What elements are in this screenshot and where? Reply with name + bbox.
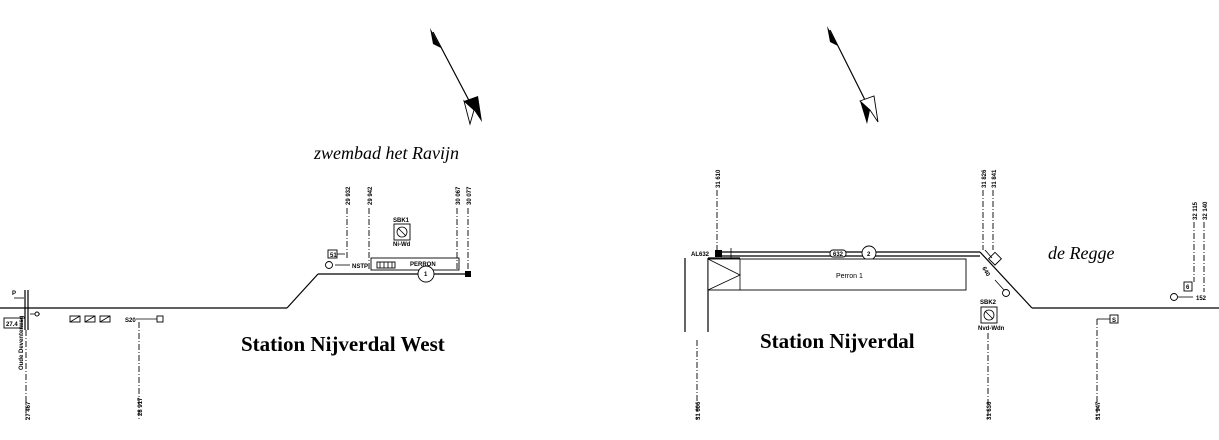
kmposts-main: 31 610 31 826 31 841 32 115 32 140 31 60…: [696, 169, 1209, 420]
signal-1-label: 1: [424, 272, 428, 278]
kmpost-32140: 32 140: [1203, 201, 1209, 220]
signal-6-label: 6: [1186, 285, 1190, 291]
platform-main-label: Perron 1: [836, 273, 863, 280]
kmpost-27467: 27 467: [26, 401, 32, 420]
switch-640-label: 640: [980, 266, 991, 278]
river-label: de Regge: [1048, 243, 1114, 263]
kmpost-29932: 29 932: [346, 186, 352, 205]
signal-632-label: 632: [833, 252, 844, 258]
kmpost-31826: 31 826: [982, 169, 988, 188]
kmpost-32115: 32 115: [1193, 201, 1199, 220]
kmpost-30077: 30 077: [467, 186, 473, 205]
north-arrow-icon-west: [430, 28, 482, 126]
pool-label: zwembad het Ravijn: [313, 143, 459, 163]
sbk2-sub-label: Nvd-Wdn: [978, 326, 1005, 332]
kmpost-30067: 30 067: [456, 186, 462, 205]
kmpost-31606: 31 606: [696, 401, 702, 420]
kmpost-28917: 28 917: [138, 397, 144, 416]
kmpost-31947: 31 947: [1096, 401, 1102, 420]
kmpost-31610: 31 610: [716, 169, 722, 188]
switch-640: 640: [980, 249, 1010, 297]
mark-51-label: 51: [330, 253, 337, 259]
kmpost-31836: 31 836: [987, 401, 993, 420]
kmpost-31841: 31 841: [992, 169, 998, 188]
sbk1-label: SBK1: [393, 218, 410, 224]
signal-box-sbk2: SBK2 Nvd-Wdn: [978, 300, 1005, 332]
kmpost-29942: 29 942: [368, 186, 374, 205]
signal-2-label: 2: [867, 252, 871, 258]
signal-box-sbk1: SBK1 Ni-Wd: [393, 218, 411, 248]
main-track-east: AL632 632 2: [684, 245, 1219, 332]
main-track-west: [0, 261, 470, 309]
platform-nijverdal-west: PERRON 1 NSTP 51: [327, 249, 471, 283]
ref-27-label: 27.4: [6, 322, 18, 328]
signal-s20-label: S20: [125, 318, 136, 324]
kmposts-west: 29 932 29 942 30 067 30 077: [346, 186, 473, 270]
marker-31947: S: [1097, 314, 1119, 324]
platform-west-label: PERRON: [410, 262, 436, 268]
sbk1-sub-label: Ni-Wd: [393, 242, 411, 248]
mark-s-label: S: [1112, 318, 1116, 324]
nstp-label: NSTP: [352, 264, 368, 270]
platform-nijverdal: Perron 1: [707, 258, 967, 291]
al632-label: AL632: [691, 252, 710, 258]
road-label: Oude Deventerweg: [19, 315, 25, 370]
mark-p-label: P: [12, 291, 16, 297]
track-markers-west: S20 28 917: [69, 315, 164, 420]
level-crossing-oude-deventerweg: 27.4 P Oude Deventerweg 27 467: [3, 290, 40, 420]
station-west-title: Station Nijverdal West: [241, 332, 445, 356]
sbk2-label: SBK2: [980, 300, 997, 306]
north-arrow-icon-main: [827, 26, 879, 124]
signal-152: 152 6: [1170, 281, 1207, 302]
station-main-title: Station Nijverdal: [760, 329, 915, 353]
signal-152-label: 152: [1196, 296, 1207, 302]
